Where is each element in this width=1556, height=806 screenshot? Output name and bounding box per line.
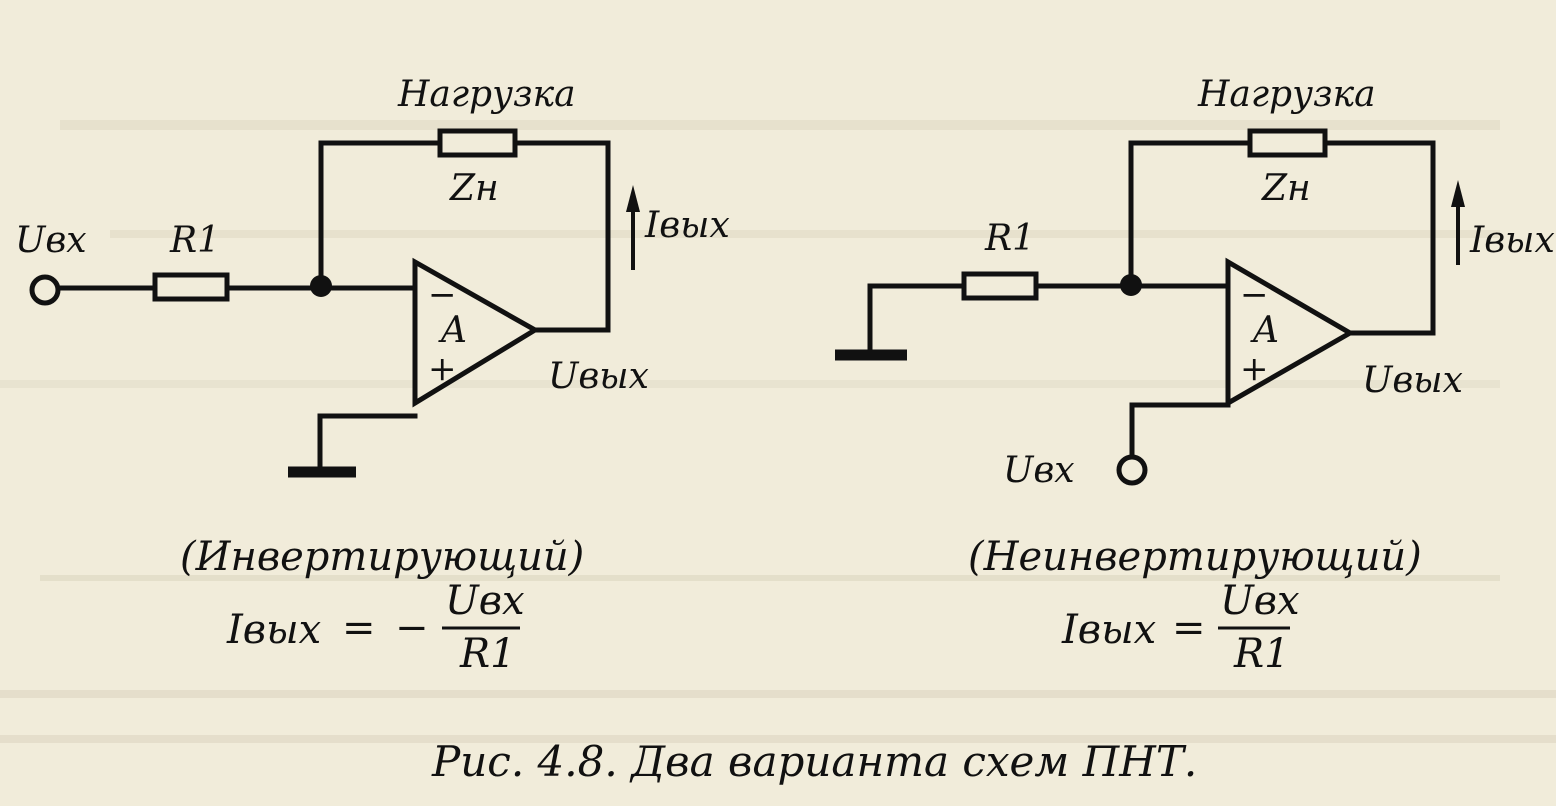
left-minus-sign: − (428, 275, 457, 315)
left-current-label: Iвых (644, 205, 730, 246)
left-op-amp (412, 257, 540, 408)
right-input-wire (1129, 402, 1231, 458)
left-load-symbol: Zн (449, 168, 499, 209)
right-input-label: Uвх (1003, 450, 1075, 491)
left-input-terminal (29, 274, 61, 306)
right-mode-caption: (Неинвертирующий) (968, 534, 1422, 580)
left-formula-denominator: R1 (459, 631, 516, 677)
left-circuit: Нагрузка Zн Iвых Uвх R1 A − + Uвых (Инве… (15, 74, 730, 677)
left-load-label: Нагрузка (397, 74, 576, 115)
right-current-label: Iвых (1469, 220, 1555, 261)
right-r1-resistor (961, 271, 1039, 301)
left-load-resistor (437, 128, 518, 158)
right-circuit: Нагрузка Zн Iвых R1 A − + Uвых Uвх (Неин… (835, 74, 1555, 677)
left-mode-caption: (Инвертирующий) (180, 534, 584, 580)
figure-caption: Рис. 4.8. Два варианта схем ПНТ. (431, 737, 1197, 786)
left-formula-numerator: Uвх (445, 578, 525, 624)
right-r1-label: R1 (984, 218, 1035, 259)
right-formula-numerator: Uвх (1220, 578, 1300, 624)
right-plus-sign: + (1240, 349, 1269, 389)
right-feedback-wire-a (1128, 140, 1253, 288)
right-input-terminal (1116, 454, 1148, 486)
right-load-symbol: Zн (1261, 168, 1311, 209)
left-output-label: Uвых (548, 356, 649, 397)
right-output-label: Uвых (1362, 360, 1463, 401)
left-amp-label: A (438, 310, 467, 351)
left-r1-resistor (152, 272, 230, 302)
right-ground-wire (867, 283, 967, 355)
left-feedback-wire-a (318, 140, 443, 289)
left-feedback-wire-b (512, 140, 611, 333)
left-r1-label: R1 (169, 220, 220, 261)
left-formula-lhs: Iвых (226, 607, 321, 653)
right-feedback-wire-b (1322, 140, 1436, 336)
right-op-amp (1225, 257, 1355, 408)
left-current-arrow-head (626, 185, 640, 212)
right-load-label: Нагрузка (1197, 74, 1376, 115)
right-formula-lhs: Iвых (1061, 607, 1156, 653)
right-current-arrow-head (1451, 180, 1465, 207)
left-formula-equals: = (342, 605, 376, 651)
right-amp-label: A (1250, 310, 1279, 351)
left-input-label: Uвх (15, 220, 87, 261)
left-ground-wire (317, 413, 418, 473)
left-formula-sign: − (395, 605, 429, 651)
right-formula-denominator: R1 (1233, 631, 1290, 677)
right-load-resistor (1247, 128, 1328, 158)
bleed-through-texture (0, 120, 1556, 743)
left-plus-sign: + (428, 349, 457, 389)
right-minus-sign: − (1240, 275, 1269, 315)
right-formula-equals: = (1172, 605, 1206, 651)
